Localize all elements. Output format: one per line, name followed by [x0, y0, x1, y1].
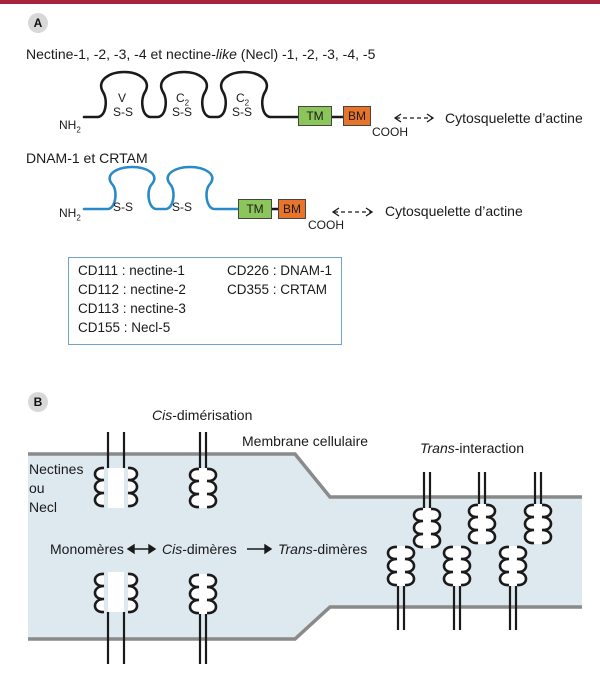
dnam-crtam-title: DNAM-1 et CRTAM	[26, 150, 148, 166]
nectin-domain-c2a-label: C2	[176, 91, 190, 108]
legend-nectine-1: nectine-1	[129, 263, 185, 278]
monomer-bottom	[93, 572, 139, 664]
trans-dimer-upper-1	[412, 472, 442, 549]
nectin-tm-box: TM	[298, 106, 332, 126]
panel-b-badge: B	[28, 392, 48, 412]
cis-suffix: -dimérisation	[172, 407, 253, 423]
nectines-ou-necl-label: Nectines ou Necl	[29, 460, 83, 517]
dnam-actin-arrow	[331, 207, 374, 217]
nectin-actin-label: Cytosquelette d’actine	[445, 110, 583, 126]
trans-dimer-upper-3	[523, 472, 553, 545]
trans-dimer-lower-2	[442, 545, 472, 630]
dnam-cooh-label: COOH	[308, 218, 344, 232]
monomer-top	[93, 432, 139, 508]
cis-dimeres-label: Cis-dimères	[162, 541, 237, 557]
cis-dimer-top	[188, 432, 218, 509]
cis-dimeres-suffix: -dimères	[182, 541, 237, 557]
dnam-backbone	[82, 165, 240, 211]
dnam-disulfide-2: S-S	[172, 200, 193, 214]
cis-dimer-bottom	[188, 573, 218, 664]
nectin-family-title: Nectine-1, -2, -3, -4 et nectine-like (N…	[26, 46, 375, 62]
trans-dimer-lower-3	[498, 545, 528, 630]
nectin-domain-v-label: V	[118, 91, 127, 105]
monomeres-label: Monomères	[50, 541, 124, 557]
legend-cd111: CD111 :	[78, 263, 126, 278]
legend-cd113: CD113 :	[78, 301, 127, 316]
trans-dimer-lower-1	[386, 545, 416, 630]
nectin-actin-arrow	[393, 113, 435, 123]
legend-nectine-2: nectine-2	[130, 282, 186, 297]
nectin-title-suffix: (Necl) -1, -2, -3, -4, -5	[236, 46, 376, 62]
trans-suffix: -interaction	[454, 440, 525, 456]
nectines-line-2: ou	[29, 480, 45, 496]
legend-nectine-3: nectine-3	[130, 301, 186, 316]
legend-cd155: CD155 :	[78, 320, 128, 335]
dnam-disulfide-1: S-S	[113, 200, 134, 214]
dnam-tm-box: TM	[238, 199, 272, 219]
legend-row-1: CD111 : nectine-1	[78, 263, 185, 278]
nectines-line-1: Nectines	[29, 461, 84, 477]
trans-italic: Trans	[420, 440, 455, 456]
trans-dimeres-suffix: -dimères	[312, 541, 368, 557]
dnam-actin-label: Cytosquelette d’actine	[385, 203, 523, 219]
nectin-cooh-label: COOH	[372, 125, 408, 139]
legend-cd226: CD226 : DNAM-1	[227, 263, 333, 278]
nectin-domain-c2b-label: C2	[236, 91, 250, 108]
membrane-label: Membrane cellulaire	[242, 433, 369, 449]
dnam-bm-box: BM	[278, 199, 306, 219]
trans-interaction-label: Trans-interaction	[420, 440, 524, 456]
panel-a-badge: A	[28, 13, 48, 33]
legend-cd112: CD112 :	[78, 282, 127, 297]
nectin-disulfide-1: S-S	[113, 105, 134, 119]
cis-italic: Cis	[152, 407, 173, 423]
legend-row-2: CD112 : nectine-2	[78, 282, 186, 297]
legend-cd355: CD355 : CRTAM	[227, 282, 328, 297]
legend-necl-5: Necl-5	[131, 320, 171, 335]
legend-row-3: CD113 : nectine-3	[78, 301, 186, 316]
top-accent-bar	[0, 0, 600, 4]
nectines-line-3: Necl	[29, 499, 58, 515]
membrane-bottom	[28, 605, 582, 641]
cell-membrane-region	[28, 454, 582, 639]
nectin-title-prefix: Nectine-1, -2, -3, -4 et nectine-	[26, 46, 216, 62]
trans-dimer-upper-2	[467, 472, 497, 545]
trans-dimeres-label: Trans-dimères	[278, 541, 367, 557]
cis-trans-arrow	[247, 543, 273, 555]
dnam-nh2-label: NH2	[59, 206, 81, 223]
nectin-title-italic: like	[215, 46, 237, 62]
cis-dimeres-italic: Cis	[162, 541, 183, 557]
membrane-top	[28, 452, 582, 499]
nectin-disulfide-2: S-S	[172, 105, 193, 119]
cis-dimerisation-label: Cis-dimérisation	[152, 407, 252, 423]
trans-dimeres-italic: Trans	[278, 541, 313, 557]
monomer-dimer-arrow	[126, 543, 157, 555]
legend-row-4: CD155 : Necl-5	[78, 320, 170, 335]
cd-legend-box: CD111 : nectine-1 CD226 : DNAM-1 CD112 :…	[68, 257, 342, 345]
nectin-nh2-label: NH2	[59, 118, 81, 135]
nectin-disulfide-3: S-S	[232, 105, 253, 119]
nectin-bm-box: BM	[343, 106, 371, 126]
